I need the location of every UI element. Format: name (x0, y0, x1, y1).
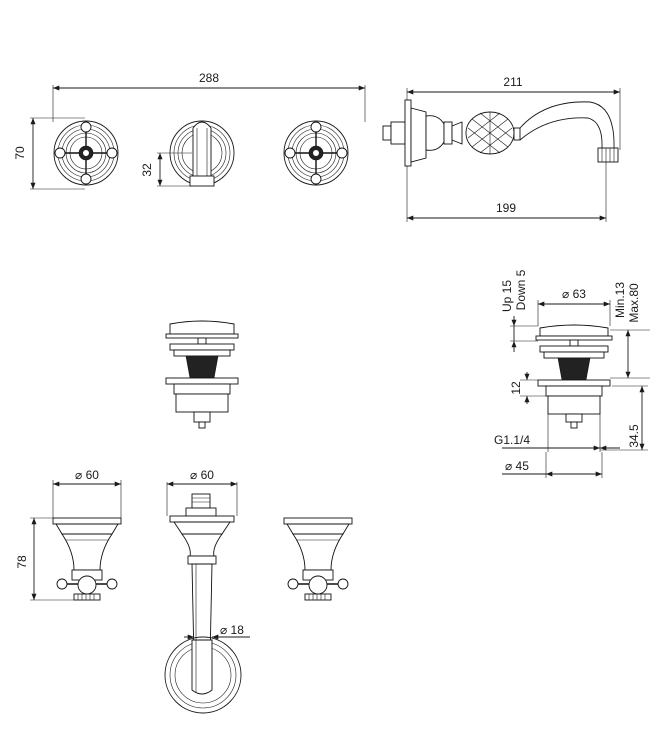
right-handle-elevation (283, 517, 353, 601)
dim-handle-diameter: ⌀ 60 (75, 468, 99, 482)
dim-spout-reach: 199 (496, 201, 516, 215)
dim-handle-height: 78 (15, 555, 29, 569)
dim-waste-lift: Up 15 (500, 280, 514, 312)
spout-side-view: 211 199 (382, 75, 621, 222)
dim-waste-thread: G1.1/4 (494, 433, 530, 447)
left-handle-front (53, 120, 119, 186)
dim-waste-flange: 12 (509, 381, 523, 395)
dim-waste-min: Min.13 (613, 282, 627, 318)
spout-front (169, 120, 235, 187)
dim-waste-drop: Down 5 (514, 269, 528, 310)
front-view: 288 70 (13, 71, 366, 190)
left-handle-elevation: ⌀ 60 78 (15, 468, 122, 601)
dim-spout-projection: 211 (503, 75, 522, 89)
dim-spout-pipe-diameter: ⌀ 18 (220, 623, 244, 637)
right-handle-front (283, 120, 349, 186)
waste-center (165, 320, 239, 429)
dim-waste-max: Max.80 (627, 283, 641, 323)
waste-dimensioned: Up 15 Down 5 ⌀ 63 Min.13 Max.80 (494, 269, 650, 478)
dim-waste-cap-diameter: ⌀ 63 (562, 287, 586, 301)
spout-elevation: ⌀ 60 ⌀ 18 (164, 468, 250, 714)
dim-spout-center-height: 32 (140, 163, 154, 177)
dim-front-height: 70 (13, 146, 27, 160)
dim-spout-escutcheon-diameter: ⌀ 60 (190, 468, 214, 482)
dim-waste-body-height: 34.5 (627, 424, 641, 448)
dim-waste-body-diameter: ⌀ 45 (505, 459, 529, 473)
dim-overall-width: 288 (199, 71, 219, 85)
